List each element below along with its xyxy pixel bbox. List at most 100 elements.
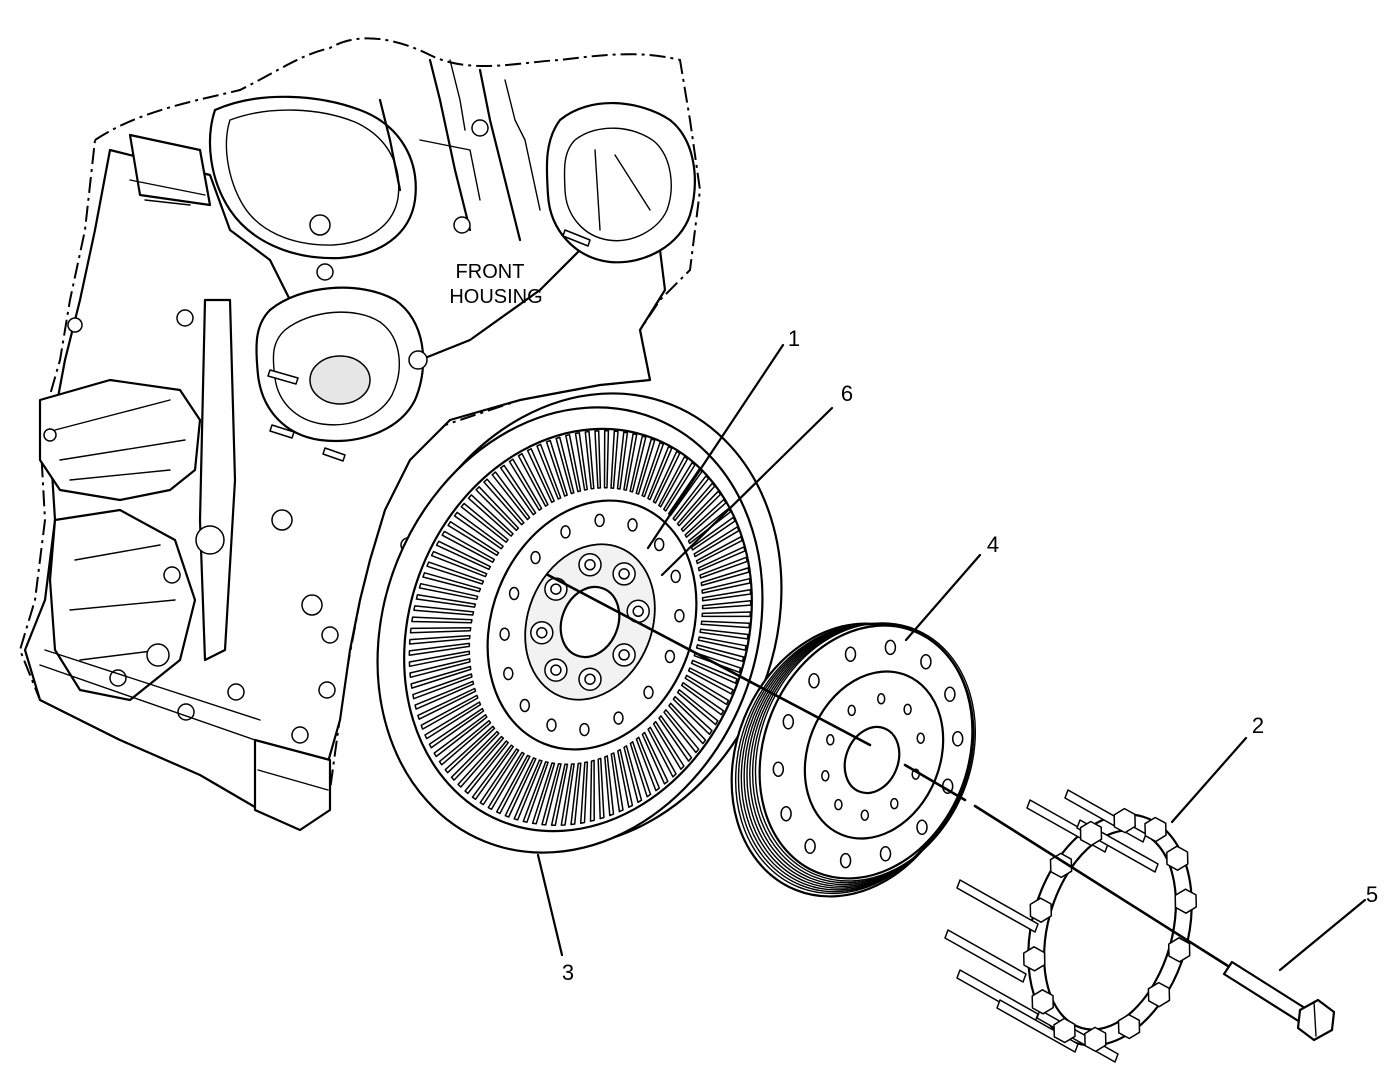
damper-fin [430,550,488,578]
damper-bolt-holes [499,513,685,737]
pulley-inner-hole [876,693,886,705]
pulley-bolt-holes [772,639,964,869]
damper-fin [409,626,472,634]
damper-fin [412,673,473,700]
damper-fin [417,687,477,720]
ring-stud [944,929,1027,983]
damper-fin [570,762,582,826]
center-axis-line [546,573,1230,968]
damper-fin [435,540,492,571]
damper-hole [594,513,605,528]
damper-fin [460,502,509,543]
callout-6: 6 [841,381,853,406]
ring-hex-nut [1117,1013,1141,1040]
damper-fin [433,714,488,758]
damper-fin [410,665,472,689]
damper-cooling-fins [408,430,752,826]
damper-fin [680,681,725,716]
damper-fin [663,709,700,754]
ring-hex-nut [1144,816,1167,843]
damper-fin [594,430,602,489]
damper-hole [508,586,520,601]
damper-fin [690,659,738,684]
damper-fin [629,435,647,493]
pulley-outer-hole [944,686,956,703]
pulley-outer-hole [780,805,792,822]
housing-label-line-1: FRONT [456,261,525,283]
damper-fin [635,438,656,495]
damper-fin [610,752,624,813]
pulley-inner-hole [916,732,925,744]
damper-fin [584,430,595,490]
damper-fin [676,689,719,726]
damper-fin [658,715,693,762]
damper-fin [658,455,689,508]
pulley-inner-hole [890,797,899,810]
damper-fin [457,735,505,788]
damper-fin [617,748,634,808]
damper-fin [420,694,479,730]
damper-fin [428,707,485,749]
ring-hex-nut [1022,946,1046,972]
damper-fin [536,443,562,500]
pulley-outer-hole [839,852,852,869]
damper-hole [664,649,676,664]
damper-fin [487,751,525,811]
damper-fin [415,593,477,608]
damper-fin [700,620,751,629]
damper-fin [483,478,525,526]
damper-fin [504,757,537,818]
damper-hole [643,685,654,700]
damper-fin [438,719,492,766]
damper-hole [674,609,685,623]
pulley-outer-hole [804,838,816,855]
hub-bolt-socket [584,673,596,685]
pulley-part-4 [730,622,977,898]
damper-fin [409,658,471,679]
damper-fin [589,759,595,822]
callout-3: 3 [562,960,574,985]
leader-2 [1170,736,1248,824]
ring-hex-nut [1147,981,1171,1008]
leader-4 [904,553,982,642]
damper-fin [522,761,549,823]
damper-fin [408,650,471,668]
damper-fin [604,755,615,817]
damper-fin [610,430,619,489]
leader-lines [536,343,1367,972]
damper-fin [444,725,496,774]
damper-fin [623,433,638,491]
hub-bolt-socket [618,568,630,580]
ring-hex-nut [1113,807,1136,834]
damper-hub-bolts [530,553,650,691]
hub-bolt-socket [550,583,562,595]
damper-hole [546,718,557,732]
pulley-inner-hole [834,798,843,811]
ring-hex-nut [1079,820,1103,847]
pulley-outer-hole [772,761,785,777]
damper-fin [700,567,750,587]
bolt-part-5 [1222,960,1336,1042]
damper-fin [424,701,482,740]
pulley-outer-hole [916,819,928,836]
ring-hex-nut [1031,989,1054,1015]
damper-fin [695,644,745,663]
ring-hex-nut [1053,1017,1076,1044]
damper-fin [491,471,531,521]
damper-fin [647,445,673,501]
ring-hex-nut [1167,937,1191,963]
damper-fin [513,759,543,821]
pulley-inner-hole [847,704,856,717]
damper-fin [635,736,661,792]
pulley-inner-hole [826,734,835,746]
hub-bolt-socket [536,626,548,639]
damper-fin [672,695,713,736]
damper-fin [464,740,509,795]
damper-fin [597,757,605,820]
pulley-inner-hole [821,770,830,782]
damper-fin [414,680,475,710]
pulley-inner-hole [903,703,912,716]
ring-hex-nut [1166,845,1189,871]
damper-fin [441,530,496,563]
